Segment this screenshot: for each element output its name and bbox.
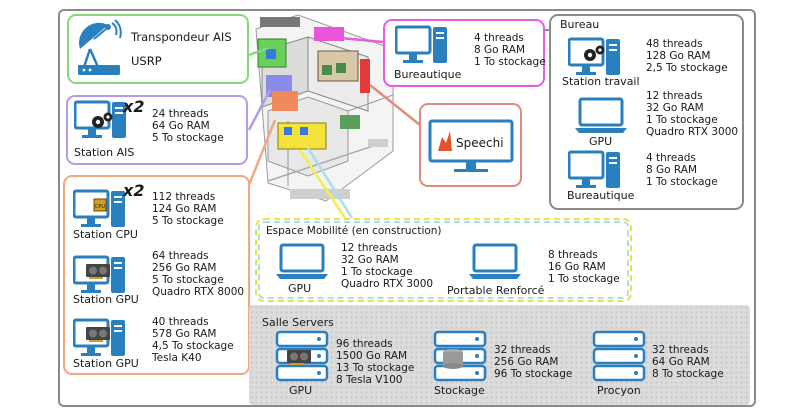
bureau-bureautique-label: Bureautique: [567, 189, 635, 202]
bureau-travail-spec-2: 2,5 To stockage: [646, 62, 728, 74]
station-gpu1-spec-1: 256 Go RAM: [152, 262, 217, 274]
station-cpu-spec-2: 5 To stockage: [152, 215, 224, 227]
station-ais-spec-2: 5 To stockage: [152, 132, 224, 144]
svg-text:CPU: CPU: [95, 204, 106, 210]
station-gpu2-spec-2: 4,5 To stockage: [152, 340, 234, 352]
bureau-travail-spec-0: 48 threads: [646, 38, 703, 50]
server-rack-icon: [433, 330, 487, 382]
bureau-bureautique-spec-1: 8 Go RAM: [646, 164, 698, 176]
mobilite-gpu-spec-3: Quadro RTX 3000: [341, 278, 434, 290]
station-ais-label: Station AIS: [74, 146, 135, 159]
gear-icon: [92, 112, 113, 128]
station-ais-spec-1: 64 Go RAM: [152, 120, 210, 132]
bureau-gpu-spec-3: Quadro RTX 3000: [646, 126, 739, 138]
servers-gpu-label: GPU: [289, 384, 313, 397]
servers-procyon-label: Procyon: [597, 384, 641, 397]
ais-subtitle: USRP: [131, 54, 162, 68]
laptop-icon: [575, 97, 627, 133]
speechi-logo-icon: [428, 119, 514, 172]
station-gpu2-spec-1: 578 Go RAM: [152, 328, 217, 340]
station-cpu-multiplier: x2: [123, 181, 145, 200]
gpu-card-icon: [86, 327, 110, 342]
mobilite-portable-spec-0: 8 threads: [548, 249, 598, 261]
bureau-gpu-spec-0: 12 threads: [646, 90, 703, 102]
ais-title: Transpondeur AIS: [131, 30, 232, 44]
station-gpu1-spec-2: 5 To stockage: [152, 274, 224, 286]
computer-icon: [568, 37, 620, 75]
mobilite-portable-spec-1: 16 Go RAM: [548, 261, 606, 273]
bureau-travail-label: Station travail: [562, 75, 640, 88]
mobilite-gpu-spec-1: 32 Go RAM: [341, 254, 399, 266]
servers-stockage-spec-0: 32 threads: [494, 344, 551, 356]
servers-gpu-spec-3: 8 Tesla V100: [336, 374, 403, 386]
computer-icon: [73, 189, 125, 227]
bureautique-top-spec-0: 4 threads: [474, 32, 524, 44]
servers-procyon-spec-2: 8 To stockage: [652, 368, 724, 380]
servers-gpu-spec-0: 96 threads: [336, 338, 393, 350]
salle-servers-area: [249, 305, 750, 405]
gpu-card-icon: [86, 264, 110, 279]
bureau-gpu-spec-1: 32 Go RAM: [646, 102, 704, 114]
station-gpu1-spec-0: 64 threads: [152, 250, 209, 262]
bureautique-top-label: Bureautique: [394, 68, 462, 81]
station-gpu1-label: Station GPU: [73, 293, 139, 306]
bureau-bureautique-spec-0: 4 threads: [646, 152, 696, 164]
computer-icon: [395, 25, 447, 63]
server-rack-icon: [592, 330, 646, 382]
station-cpu-spec-1: 124 Go RAM: [152, 203, 217, 215]
mobilite-title: Espace Mobilité (en construction): [266, 225, 442, 237]
gear-icon: [584, 45, 605, 61]
mobilite-gpu-spec-0: 12 threads: [341, 242, 398, 254]
station-gpu2-label: Station GPU: [73, 357, 139, 370]
computer-icon: [568, 150, 620, 188]
station-ais-spec-0: 24 threads: [152, 108, 209, 120]
station-gpu2-spec-0: 40 threads: [152, 316, 209, 328]
bureau-bureautique-spec-2: 1 To stockage: [646, 176, 718, 188]
servers-procyon-spec-1: 64 Go RAM: [652, 356, 710, 368]
cpu-chip-icon: CPU: [93, 198, 107, 212]
station-ais-box: [66, 95, 248, 165]
mobilite-gpu-label: GPU: [288, 282, 312, 295]
station-cpu-spec-0: 112 threads: [152, 191, 216, 203]
floor-plan: [255, 14, 394, 202]
bureau-gpu-label: GPU: [589, 135, 613, 148]
servers-stockage-spec-2: 96 To stockage: [494, 368, 573, 380]
speechi-label: Speechi: [456, 136, 504, 150]
bureau-travail-spec-1: 128 Go RAM: [646, 50, 711, 62]
gpu-card-icon: [287, 350, 311, 365]
station-ais-multiplier: x2: [123, 97, 145, 116]
servers-gpu-spec-1: 1500 Go RAM: [336, 350, 408, 362]
station-gpu1-spec-3: Quadro RTX 8000: [152, 286, 245, 298]
servers-title: Salle Servers: [262, 316, 334, 329]
servers-stockage-spec-1: 256 Go RAM: [494, 356, 559, 368]
bureau-title: Bureau: [560, 18, 600, 31]
mobilite-portable-spec-2: 1 To stockage: [548, 273, 620, 285]
station-gpu2-spec-3: Tesla K40: [152, 352, 202, 364]
mobilite-portable-label: Portable Renforcé: [447, 284, 545, 297]
station-cpu-label: Station CPU: [73, 228, 138, 241]
laptop-icon: [469, 243, 521, 279]
antenna-icon: [78, 19, 122, 75]
laptop-icon: [276, 243, 328, 279]
servers-stockage-label: Stockage: [434, 384, 485, 397]
servers-procyon-spec-0: 32 threads: [652, 344, 709, 356]
bureautique-top-spec-1: 8 Go RAM: [474, 44, 526, 56]
mobilite-box: [255, 218, 632, 302]
servers-gpu-spec-2: 13 To stockage: [336, 362, 415, 374]
bureautique-top-spec-2: 1 To stockage: [474, 56, 546, 68]
mobilite-gpu-spec-2: 1 To stockage: [341, 266, 413, 278]
bureau-gpu-spec-2: 1 To stockage: [646, 114, 718, 126]
